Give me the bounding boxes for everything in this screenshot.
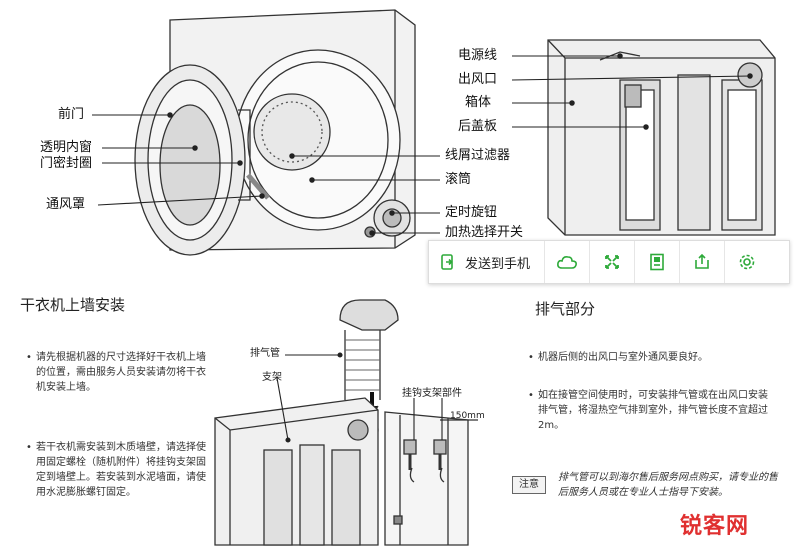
section-title-wall-mount: 干衣机上墙安装 — [20, 294, 125, 315]
share-button[interactable] — [680, 241, 725, 283]
settings-button[interactable] — [725, 241, 769, 283]
note-text: 排气管可以到海尔售后服务网点购买，请专业的售后服务人员或在专业人士指导下安装。 — [558, 470, 780, 500]
exhaust-bullet-2: 如在接管空间使用时，可安装排气管或在出风口安装排气管，将湿热空气排到室外，排气管… — [538, 388, 773, 433]
label-timer-knob: 定时旋钮 — [445, 205, 497, 221]
label-dimension: 150mm — [450, 410, 485, 422]
label-front-door: 前门 — [58, 107, 84, 123]
settings-icon — [738, 253, 756, 271]
save-button[interactable] — [635, 241, 680, 283]
wall-bullet-1: 请先根据机器的尺寸选择好干衣机上墙的位置，需由服务人员安装请勿将干衣机安装上墙。 — [36, 350, 206, 395]
label-door-seal: 门密封圈 — [40, 156, 92, 172]
label-vent-cover: 通风罩 — [46, 197, 85, 213]
exhaust-bullet-1: 机器后侧的出风口与室外通风要良好。 — [538, 350, 773, 365]
send-to-phone-button[interactable]: 发送到手机 — [429, 241, 545, 283]
send-to-phone-icon — [439, 253, 457, 271]
label-hook-bracket: 挂钩支架部件 — [402, 388, 462, 400]
section-title-exhaust: 排气部分 — [535, 298, 595, 319]
label-drum: 滚筒 — [445, 172, 471, 188]
wall-bullet-2: 若干衣机需安装到木质墙壁，请选择使用固定螺栓（随机附件）将挂钩支架固定到墙壁上。… — [36, 440, 206, 500]
label-outlet: 出风口 — [458, 72, 497, 88]
expand-button[interactable] — [590, 241, 635, 283]
label-exhaust-pipe: 排气管 — [250, 348, 280, 360]
cloud-icon — [556, 254, 578, 270]
expand-icon — [604, 254, 620, 270]
send-to-phone-label: 发送到手机 — [465, 253, 530, 272]
share-toolbar: 发送到手机 — [428, 240, 790, 284]
save-icon — [649, 253, 665, 271]
label-inner-window: 透明内窗 — [40, 140, 92, 156]
cloud-button[interactable] — [545, 241, 590, 283]
note-tag: 注意 — [512, 476, 546, 494]
label-power-cord: 电源线 — [458, 48, 497, 64]
label-lint-filter: 线屑过滤器 — [445, 148, 510, 164]
label-body: 箱体 — [465, 95, 491, 111]
label-bracket: 支架 — [262, 372, 282, 384]
label-heat-knob: 加热选择开关 — [445, 225, 523, 241]
share-icon — [693, 253, 711, 271]
label-back-panel: 后盖板 — [458, 119, 497, 135]
watermark-logo: 锐客网 — [680, 508, 749, 540]
